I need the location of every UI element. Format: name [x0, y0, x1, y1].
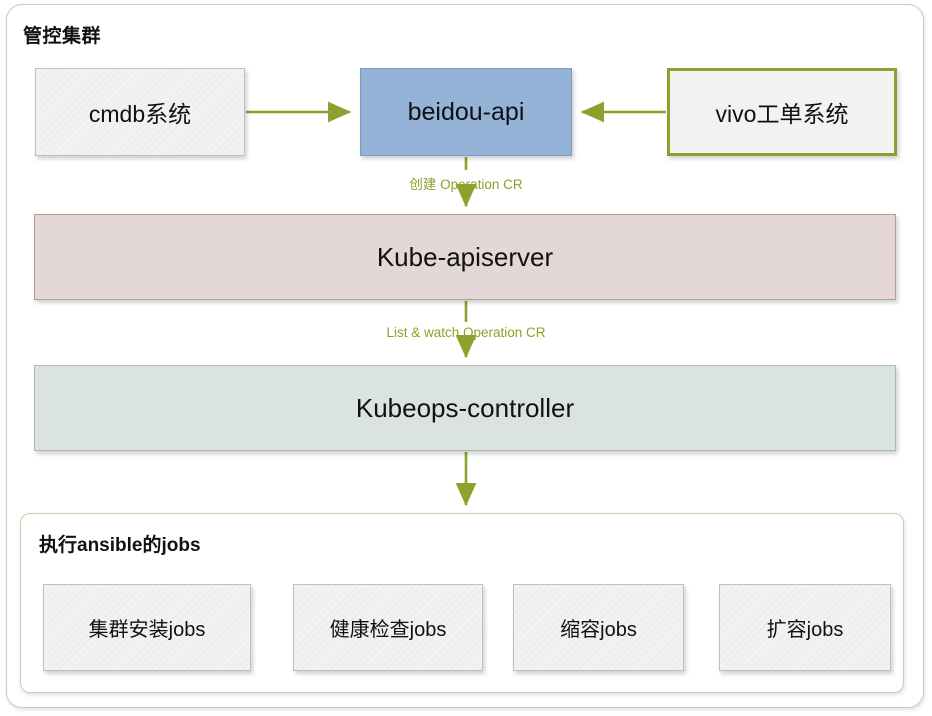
job-box-scale-up-label: 扩容jobs — [766, 619, 844, 641]
job-box-health-check[interactable]: 健康检查jobs — [293, 584, 483, 671]
node-kube-apiserver-label: Kube-apiserver — [376, 241, 554, 272]
node-vivo-ticket-system-label: vivo工单系统 — [715, 101, 849, 127]
edge-label-create-operation-cr: 创建 Operation CR — [409, 177, 523, 192]
node-kubeops-controller-label: Kubeops-controller — [355, 392, 575, 423]
job-box-scale-up[interactable]: 扩容jobs — [719, 584, 891, 671]
node-kube-apiserver[interactable]: Kube-apiserver — [34, 214, 896, 300]
node-kubeops-controller[interactable]: Kubeops-controller — [34, 365, 896, 451]
node-beidou-api[interactable]: beidou-api — [360, 68, 572, 156]
jobs-container: 执行ansible的jobs 集群安装jobs 健康检查jobs 缩容jobs … — [20, 513, 904, 693]
node-beidou-api-label: beidou-api — [407, 97, 525, 126]
node-cmdb-system[interactable]: cmdb系统 — [35, 68, 245, 156]
job-box-scale-down[interactable]: 缩容jobs — [513, 584, 684, 671]
job-box-health-check-label: 健康检查jobs — [329, 619, 447, 641]
edge-label-list-watch-operation-cr: List & watch Operation CR — [386, 325, 546, 340]
job-box-scale-down-label: 缩容jobs — [560, 619, 637, 641]
cluster-container-title: 管控集群 — [23, 26, 102, 47]
node-cmdb-system-label: cmdb系统 — [88, 101, 192, 127]
job-box-cluster-install-label: 集群安装jobs — [88, 619, 206, 641]
jobs-container-title: 执行ansible的jobs — [39, 535, 201, 556]
job-box-cluster-install[interactable]: 集群安装jobs — [43, 584, 251, 671]
node-vivo-ticket-system[interactable]: vivo工单系统 — [667, 68, 897, 156]
